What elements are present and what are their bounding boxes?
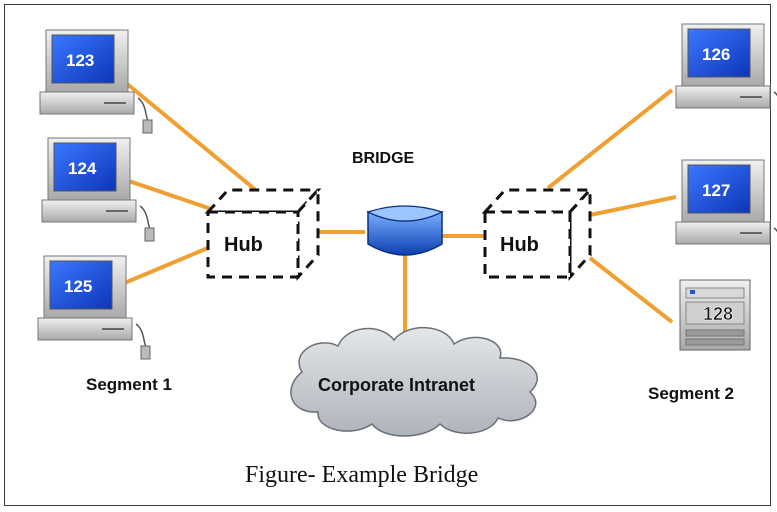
computer-125: 125 [37, 255, 151, 360]
link-124-hub1 [119, 176, 221, 214]
server-128-label: 128 [703, 304, 733, 324]
computer-127: 127 [675, 159, 777, 264]
link-123-hub1 [118, 76, 260, 194]
computer-123-label: 123 [66, 51, 94, 70]
computer-124: 124 [41, 137, 155, 242]
computer-123: 123 [39, 29, 153, 134]
corporate-intranet-cloud: Corporate Intranet [290, 327, 538, 437]
hub-right: Hub [481, 186, 594, 281]
link-hub2-127 [589, 195, 677, 217]
computer-124-label: 124 [68, 159, 97, 178]
segment-2-label: Segment 2 [648, 384, 734, 403]
hub-left-label: Hub [224, 234, 263, 256]
link-hub2-128 [588, 256, 674, 324]
bridge-label: BRIDGE [352, 150, 415, 167]
hub-right-label: Hub [500, 234, 539, 256]
computer-126: 126 [675, 23, 777, 128]
segment-1-label: Segment 1 [86, 375, 172, 394]
hub-left: Hub [204, 186, 322, 281]
computer-125-label: 125 [64, 277, 92, 296]
link-125-hub1 [114, 243, 216, 289]
cloud-label: Corporate Intranet [318, 375, 475, 395]
server-128: 128 [679, 279, 751, 351]
computer-126-label: 126 [702, 45, 730, 64]
computer-127-label: 127 [702, 181, 730, 200]
link-hub2-126 [546, 88, 674, 190]
figure-caption: Figure- Example Bridge [245, 462, 478, 488]
links [114, 76, 677, 345]
bridge-device [366, 205, 444, 256]
